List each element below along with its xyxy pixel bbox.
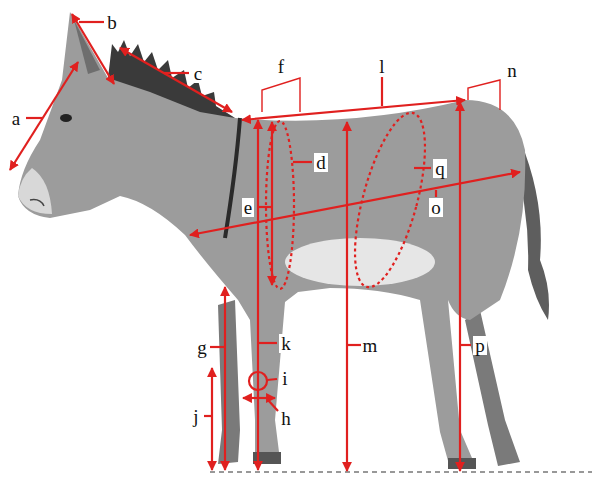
measurement-letter: b [105,13,119,32]
ear [74,20,100,74]
measurement-letter: o [429,198,443,217]
heart-girth [266,121,294,289]
leader-line [268,400,278,411]
measurement-letter: f [276,57,286,76]
measurement-letter: h [279,409,293,428]
chest-depth-arrow [271,122,273,285]
far-hindleg [465,310,520,466]
measurement-letter: c [192,64,204,83]
neck-length-arrow [120,48,232,112]
leader-line [204,415,212,417]
leader-line [210,346,225,348]
leader-line [79,21,104,23]
measurement-letter: i [280,369,289,388]
cannon-circumference [249,372,267,390]
measurement-letter: m [361,336,380,355]
leader-line [293,161,312,163]
leader-line [164,72,189,74]
knee-height-arrow [211,368,213,470]
leader-line [257,206,272,208]
muzzle [18,168,52,214]
measurement-letter: k [279,334,293,353]
mane [108,40,235,118]
far-foreleg [218,300,240,464]
body-length-arrow [190,172,520,235]
leader-line [435,190,437,197]
croup-width-bracket [468,80,500,110]
measurement-letter: a [10,109,22,128]
leader-line [347,344,361,346]
measurement-lines [10,14,520,471]
measurement-letter: l [377,57,386,76]
back-height-arrow [346,122,348,471]
measurement-letter: p [473,336,487,355]
leader-line [460,344,471,346]
mouth [30,200,44,206]
belly-girth [341,106,440,294]
measurement-letter: e [242,198,254,217]
leader-line [258,342,277,344]
eye [60,114,72,122]
hoof [448,458,476,469]
measurement-letter: n [505,61,519,80]
chest-width-bracket [262,78,300,112]
cannon-width-arrow [243,397,275,399]
elbow-height-arrow [224,287,226,470]
head-length-arrow [10,62,78,170]
measurement-letter: q [433,159,447,178]
shoulder-stripe [225,118,240,238]
leader-line [26,117,43,119]
leader-line [414,167,431,169]
leader-line [267,379,277,380]
measurement-letter: g [195,338,209,357]
measurement-letter: d [314,153,328,172]
withers-height-arrow [257,120,259,470]
leader-line [381,77,383,106]
back-length-arrow [242,100,465,120]
croup-height-arrow [459,102,461,471]
donkey-body [18,12,525,468]
measurement-letter: j [191,407,200,426]
ground-line [210,471,592,472]
